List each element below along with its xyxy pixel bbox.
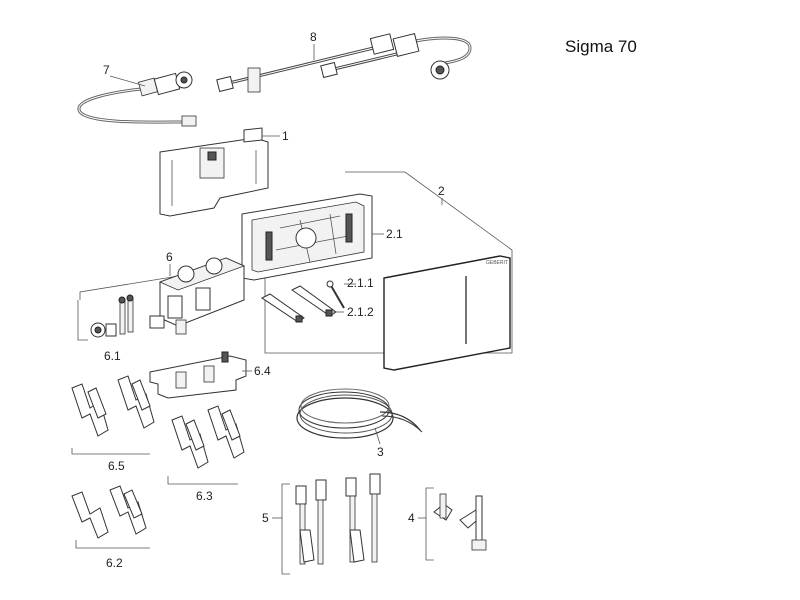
callout-6-4: 6.4	[254, 364, 271, 378]
part-6-1-fittings	[90, 294, 134, 338]
group-6-2-bracket	[75, 540, 150, 549]
group-5-bracket	[281, 483, 290, 575]
callout-1: 1	[282, 129, 289, 143]
callout-8: 8	[310, 30, 317, 44]
group-6-3-bracket	[167, 476, 238, 485]
part-7-connection-hose	[77, 71, 197, 127]
callout-2-1-2: 2.1.2	[347, 305, 374, 319]
actuator-plate: GEBERIT	[383, 255, 511, 371]
logo-text: GEBERIT	[486, 260, 508, 266]
callout-2-1-1: 2.1.1	[347, 276, 374, 290]
part-2-1-2-levers	[261, 285, 337, 323]
part-2-1-1-pin	[326, 280, 345, 309]
callout-3: 3	[377, 445, 384, 459]
callout-2: 2	[438, 184, 445, 198]
part-6-4-frame-piece	[149, 351, 247, 399]
callout-7: 7	[103, 63, 110, 77]
callout-6-2: 6.2	[106, 556, 123, 570]
callout-6: 6	[166, 250, 173, 264]
part-8-hose-assembly	[216, 33, 472, 93]
part-5-rods	[295, 473, 381, 565]
callout-6-5: 6.5	[108, 459, 125, 473]
callout-6-3: 6.3	[196, 489, 213, 503]
part-2-1-actuator-frame	[241, 193, 373, 281]
part-6-3-clips	[171, 405, 245, 469]
callout-6-1: 6.1	[104, 349, 121, 363]
part-3-tube-coil	[296, 388, 423, 439]
part-6-2-clips	[71, 485, 147, 539]
part-6-control-block	[149, 257, 246, 335]
group-6-5-bracket	[71, 448, 150, 455]
part-4-lever-assembly	[433, 493, 487, 551]
diagram-title: Sigma 70	[565, 37, 637, 56]
part-1-mounting-frame	[159, 127, 269, 217]
callout-5: 5	[262, 511, 269, 525]
group-6-1-bracket	[77, 300, 88, 341]
group-2-bracket	[264, 171, 513, 354]
part-6-5-clips	[71, 375, 155, 437]
group-4-bracket	[425, 487, 434, 561]
callout-2-1: 2.1	[386, 227, 403, 241]
callout-4: 4	[408, 511, 415, 525]
